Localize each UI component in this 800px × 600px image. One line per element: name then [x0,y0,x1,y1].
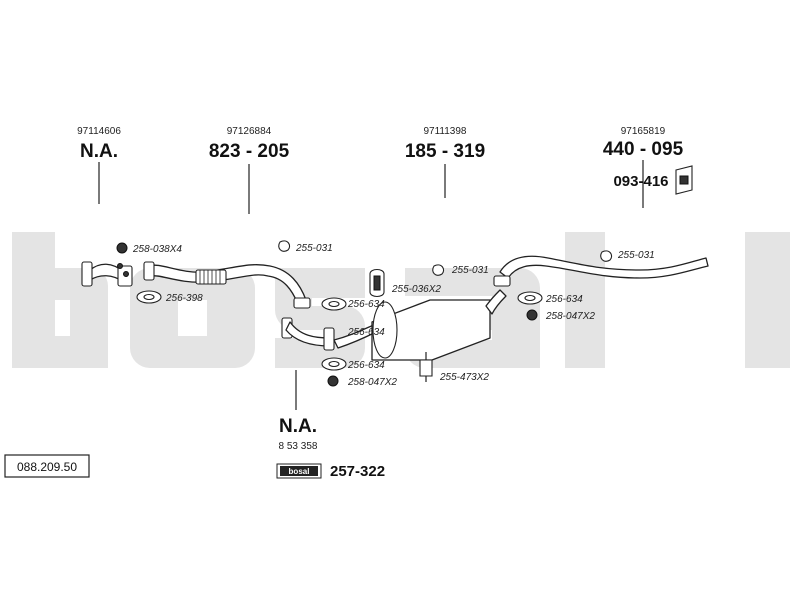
part-label: 255-036X2 [391,284,441,295]
part-label: 256-634 [347,360,385,371]
tail-pipe [493,255,709,287]
diagram-id-box: 088.209.50 [4,454,90,478]
labels: 97114606 N.A. 97126884 823 - 205 9711139… [77,126,683,452]
part-label: 255-473X2 [439,372,489,383]
part-label: 256-634 [347,327,385,338]
part-label: 258-047X2 [347,377,397,388]
part-label: 258-038X4 [132,244,182,255]
intermediate-pipe [143,261,311,309]
part-label: 256-398 [165,293,203,304]
part-label: 258-047X2 [545,311,595,322]
bosal-logo-badge: bosal 257-322 [276,463,385,480]
bottom-ref-number: N.A. [279,416,317,437]
ref-oem-1: 97114606 [77,126,121,137]
part-label: 255-031 [451,265,489,276]
hardware-icons [116,165,693,387]
ref-oem-3: 97111398 [423,126,466,137]
ref-number-1: N.A. [80,141,118,162]
front-pipe [81,261,133,287]
connecting-pipe [281,317,335,351]
part-label: 256-634 [347,299,385,310]
rear-muffler [333,289,507,361]
ref-number-2: 823 - 205 [209,141,290,162]
ref-oem-2: 97126884 [227,126,272,137]
logo-part-number: 257-322 [330,463,385,480]
part-label: 255-031 [295,243,333,254]
part-label: 255-031 [617,250,655,261]
diagram-id: 088.209.50 [17,460,77,474]
ref-number-4: 440 - 095 [603,139,684,160]
hanger-ref: 093-416 [613,173,668,190]
bottom-ref-oem: 8 53 358 [279,441,318,452]
part-label: 256-634 [545,294,583,305]
logo-text: bosal [289,467,310,476]
ref-number-3: 185 - 319 [405,141,485,162]
ref-oem-4: 97165819 [621,126,666,137]
